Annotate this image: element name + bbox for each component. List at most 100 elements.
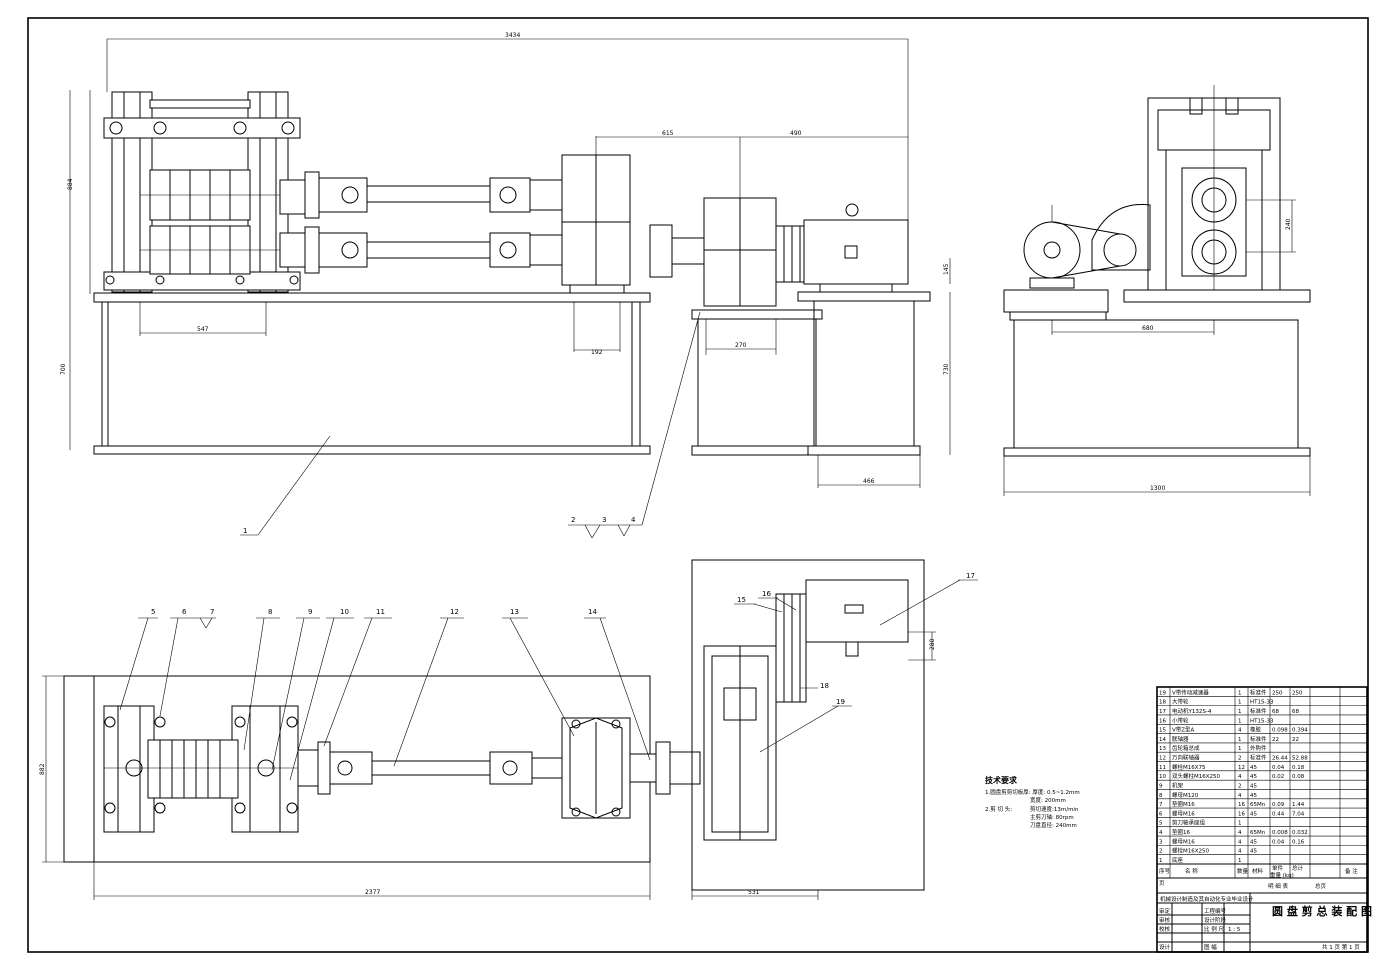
plan-view: 882 2377	[39, 559, 978, 900]
balloon-7: 7	[210, 608, 214, 616]
notes-title: 技术要求	[985, 775, 1018, 785]
title-r3c3: 1 : 5	[1228, 927, 1241, 933]
bom-cell: 68	[1292, 709, 1299, 715]
bom-cell: HT15-33	[1250, 718, 1274, 724]
bom-cell: 12	[1159, 756, 1166, 762]
technical-notes: 技术要求 1.圆盘剪剪切板厚: 厚度: 0.5~1.2mm 宽度: 200mm …	[985, 775, 1080, 829]
bom-cell: 17	[1159, 709, 1166, 715]
bom-cell: 9	[1159, 783, 1163, 789]
bom-cell: 0.394	[1292, 728, 1308, 734]
bom-cell: V带传动减速器	[1172, 688, 1209, 696]
bom-cell: 6	[1159, 811, 1163, 817]
bom-cell: 19	[1159, 690, 1166, 696]
bom-cell: 12	[1238, 765, 1245, 771]
title-r3c1: 校核	[1159, 925, 1171, 933]
bom-cell: 0.098	[1272, 728, 1288, 734]
bom-cell: 45	[1250, 765, 1257, 771]
bom-cell: HT15-33	[1250, 700, 1274, 706]
bom-cell: 65Mn	[1250, 830, 1266, 836]
bom-cell: 垫圈16	[1172, 828, 1190, 836]
bom-cell: 1	[1238, 858, 1242, 864]
bom-cell: 螺母M16	[1172, 837, 1195, 845]
balloon-3: 3	[602, 516, 606, 524]
balloon-19: 19	[836, 698, 845, 706]
bom-cell: 万向联轴器	[1172, 754, 1200, 762]
bom-cell: 0.04	[1272, 839, 1285, 845]
bom-cell: 1	[1238, 709, 1242, 715]
bom-cell: 5	[1159, 821, 1163, 827]
bom-cell: 3	[1159, 839, 1163, 845]
bom-cell: 1	[1238, 821, 1242, 827]
dim-roll-span: 547	[197, 326, 209, 333]
bom-cell: 13	[1159, 746, 1166, 752]
bom-cell: 垫圈M16	[1172, 800, 1195, 808]
title-school: 机械设计制造及其自动化专业毕业设计	[1160, 895, 1254, 903]
front-elevation-view: 3434 884 700	[60, 32, 951, 539]
dim-roll-gap: 240	[1285, 218, 1292, 230]
bom-header-qty: 数量	[1237, 867, 1249, 875]
bom-cell: 螺栓M16X250	[1172, 847, 1210, 855]
bom-subheader: 明 细 表	[1268, 882, 1288, 890]
notes-line6: 刀盘直径: 240mm	[1030, 821, 1077, 829]
balloon-12: 12	[450, 608, 459, 616]
bom-cell: 橡胶	[1250, 726, 1262, 734]
dim-shaft-b: 490	[790, 130, 802, 137]
bom-cell: 4	[1238, 849, 1242, 855]
dim-plan-depth: 882	[39, 763, 46, 775]
bom-cell: 1	[1238, 746, 1242, 752]
bom-cell: 65Mn	[1250, 802, 1266, 808]
bom-cell: 0.032	[1292, 830, 1308, 836]
bom-subheader-right: 总页	[1315, 882, 1327, 890]
dim-reducer-width: 270	[735, 342, 747, 349]
dim-shaft-a: 615	[662, 130, 674, 137]
dim-motor-height: 145	[943, 263, 950, 275]
bom-cell: 7	[1159, 802, 1163, 808]
balloon-4: 4	[631, 516, 636, 524]
bom-cell: 4	[1238, 728, 1242, 734]
bom-cell: 大带轮	[1172, 698, 1189, 706]
title-r1c1: 审定	[1159, 907, 1171, 915]
dim-motor-base: 466	[863, 478, 875, 485]
dim-stand-height: 730	[943, 363, 950, 375]
title-r2c1: 审核	[1159, 916, 1171, 924]
bom-cell: 螺母M120	[1172, 791, 1199, 799]
bom-header-name: 名 称	[1185, 867, 1198, 875]
dim-plan-length: 2377	[365, 889, 380, 896]
bom-cell: 4	[1238, 839, 1242, 845]
balloon-11: 11	[376, 608, 385, 616]
bom-cell: 1	[1159, 858, 1163, 864]
bom-cell: 4	[1238, 793, 1242, 799]
bom-cell: 7.04	[1292, 811, 1305, 817]
bom-cell: 电动机Y132S-4	[1172, 707, 1212, 715]
dim-gear-width: 192	[591, 349, 603, 356]
bom-header-remark: 备 注	[1345, 867, 1358, 875]
bom-cell: 2	[1159, 849, 1163, 855]
bom-header-mat: 材料	[1252, 867, 1264, 875]
bom-cell: 45	[1250, 793, 1257, 799]
bom-cell: 2	[1238, 756, 1242, 762]
balloon-5: 5	[151, 608, 155, 616]
dim-side-center: 680	[1142, 325, 1154, 332]
bom-cell: 螺栓M16X75	[1172, 763, 1206, 771]
title-sheet: 共 1 页 第 1 页	[1322, 943, 1360, 951]
dim-motor-offset: 280	[929, 638, 936, 650]
balloon-17: 17	[966, 572, 975, 580]
bom-cell: 4	[1159, 830, 1163, 836]
notes-line2: 宽度: 200mm	[1030, 796, 1066, 804]
title-drawing-name: 圆 盘 剪 总 装 配 图	[1272, 904, 1372, 918]
bom-cell: 外购件	[1250, 744, 1267, 752]
bom-header-total: 总计	[1292, 864, 1304, 872]
bom-cell: 1.44	[1292, 802, 1305, 808]
bom-cell: 标准件	[1250, 754, 1267, 762]
bom-subheader-left: 页	[1159, 880, 1165, 887]
bom-cell: 45	[1250, 849, 1257, 855]
dim-side-width: 1300	[1150, 485, 1165, 492]
bom-cell: 18	[1159, 700, 1166, 706]
bom-cell: 4	[1238, 830, 1242, 836]
bom-cell: 0.44	[1272, 811, 1285, 817]
title-block: 机械设计制造及其自动化专业毕业设计 圆 盘 剪 总 装 配 图 审定 工程编号 …	[1157, 893, 1372, 952]
dim-overall: 3434	[505, 32, 520, 39]
notes-line1: 1.圆盘剪剪切板厚: 厚度: 0.5~1.2mm	[985, 788, 1080, 796]
bom-cell: 45	[1250, 783, 1257, 789]
